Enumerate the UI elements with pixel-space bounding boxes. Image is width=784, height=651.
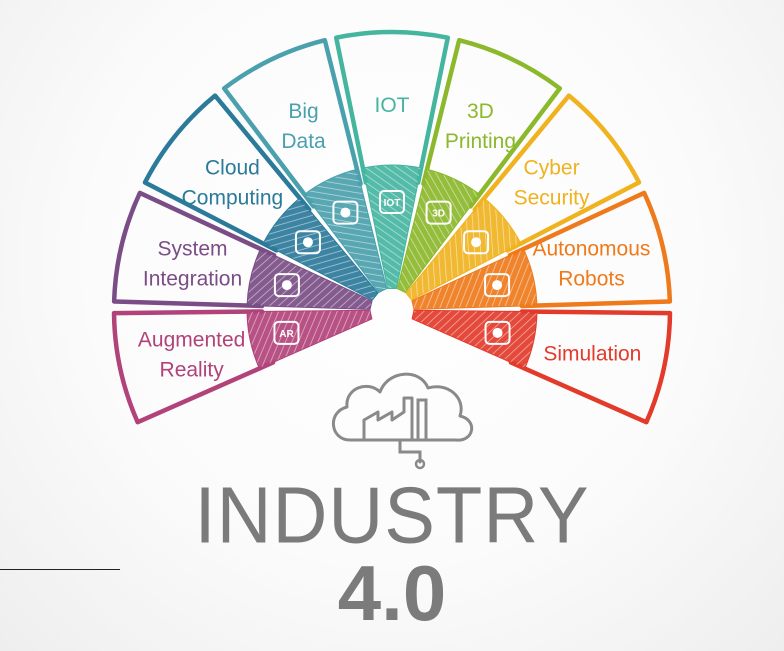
segment-label-line: Cyber [524,156,580,179]
segment-frame [333,29,451,185]
segment-label-line: Reality [160,358,225,381]
segment-label-line: Printing [445,130,516,153]
segment-wedge [396,168,481,294]
title-version: 4.0 [337,549,447,637]
divider-line [0,569,120,570]
segment-frame [421,37,563,209]
segment-label-line: Robots [558,268,625,291]
segment-label: 3D Printing [445,100,516,153]
segment-label-line: System [158,238,228,261]
segment-wedge [362,164,422,289]
icon-text: IOT [384,198,401,209]
icon-text: AR [279,329,294,340]
title-industry: INDUSTRY [194,470,590,561]
segment-label-line: 3D [467,100,494,123]
cloud-factory-icon [331,372,473,470]
segment-wedges [246,164,538,370]
ar-headset-icon: AR [273,320,300,345]
segment-label-line: Cloud [205,156,260,179]
segment-frame [142,93,312,253]
segment-label-line: Integration [143,268,242,291]
segment-wedge [246,309,373,370]
segment-label: IOT [375,94,410,117]
segment-frame [507,190,673,309]
padlock-icon [463,230,490,255]
3d-printer-icon: 3D [425,200,452,225]
segment-frame [111,309,276,425]
segment-frame [111,190,277,309]
stacked-coins-icon [273,273,300,298]
segment-wedge [246,248,373,310]
segment-label-line: Big [288,100,318,123]
segment-frame [221,37,363,209]
segment-wedge [303,168,388,294]
segment-label-line: Computing [182,186,284,209]
segment-label-line: Simulation [543,342,641,365]
robot-arm-icon [484,273,511,298]
database-chart-icon [332,200,359,225]
segment-label-line: Data [281,130,326,153]
iot-chip-icon: IOT [379,190,405,214]
segment-label-line: Autonomous [533,238,651,261]
segment-frame [472,93,642,253]
segment-label-line: IOT [375,94,410,117]
segment-wedge [411,309,538,370]
segment-label-line: Augmented [138,328,245,351]
segment-wedge [411,248,538,310]
segment-label-line: Security [514,186,590,209]
play-simulation-icon [484,320,511,345]
segment-icons: AR IOT 3D [273,190,511,345]
segment-frame [508,309,673,425]
segment-frames [111,29,673,425]
cloud-upload-icon [294,230,321,255]
icon-text: 3D [432,209,445,220]
segment-label: Simulation [543,342,641,365]
